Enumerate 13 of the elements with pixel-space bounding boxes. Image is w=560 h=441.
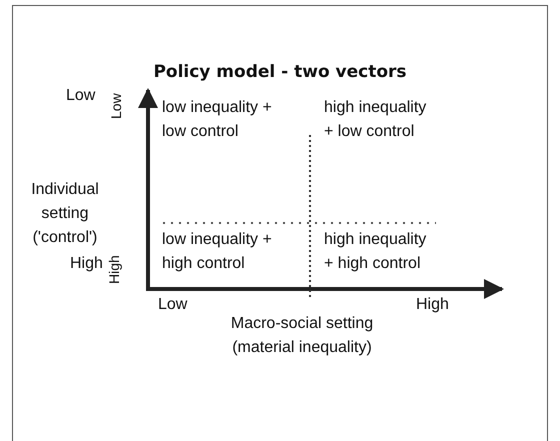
chart-title: Policy model - two vectors	[152, 62, 408, 82]
axis-tick-label: High	[70, 254, 103, 274]
quadrant-text: low inequality + high control	[162, 230, 272, 274]
axis-tick-label: High	[106, 255, 122, 284]
axis-title: Individual setting ('control')	[30, 180, 100, 248]
quadrant-text: high inequality + high control	[324, 230, 428, 274]
axis-tick-label: Low	[66, 86, 96, 106]
axis-tick-label: Low	[158, 295, 188, 315]
axis-tick-label: High	[416, 295, 449, 315]
axis-tick-label: Low	[108, 93, 124, 119]
axis-title: Macro-social setting (material inequality)	[230, 314, 374, 358]
quadrant-text: low inequality + low control	[162, 98, 272, 142]
quadrant-text: high inequality + low control	[324, 98, 428, 142]
